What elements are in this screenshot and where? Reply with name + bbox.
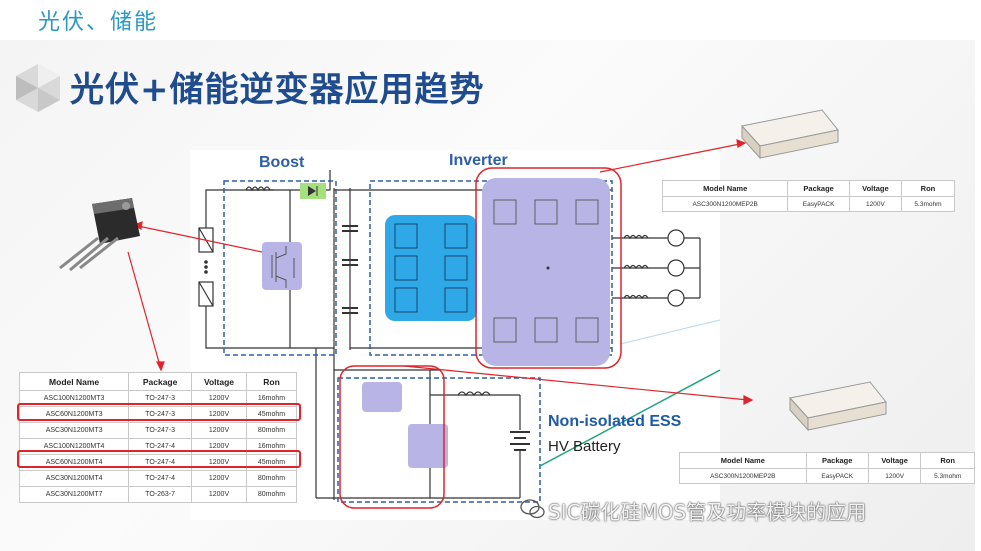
cell: 5.3mohm: [900, 196, 956, 212]
col-voltage: Voltage: [867, 452, 922, 469]
ess-switch-top-icon: [362, 382, 402, 412]
cell: EasyPACK: [787, 196, 850, 212]
cell: ASC30N1200MT7: [18, 486, 130, 503]
col-model: Model Name: [18, 372, 130, 391]
inverter-label: Inverter: [449, 152, 508, 169]
table-header-row: Model Name Package Voltage Ron: [679, 452, 975, 469]
cell: EasyPACK: [805, 468, 869, 484]
col-ron: Ron: [920, 452, 975, 469]
table-header-row: Model Name Package Voltage Ron: [18, 372, 297, 391]
ess-label: Non-isolated ESS: [548, 413, 682, 430]
to247-package-image: [59, 198, 140, 272]
cell: ASC30N1200MT3: [18, 422, 130, 439]
cell: 1200V: [867, 468, 922, 484]
wechat-icon: [520, 499, 545, 519]
ess-highlight: [339, 365, 445, 509]
col-package: Package: [805, 452, 869, 469]
ess-switch-bottom-icon: [408, 424, 448, 468]
cell: 80mohm: [246, 486, 297, 503]
table-header-row: Model Name Package Voltage Ron: [661, 180, 956, 197]
inverter-highlight: [475, 167, 622, 369]
col-voltage: Voltage: [848, 180, 902, 197]
cell: 1200V: [191, 470, 247, 487]
boost-switch-icon: [262, 242, 302, 290]
slide-title: 光伏+储能逆变器应用趋势: [70, 70, 485, 110]
cell: 80mohm: [246, 422, 297, 439]
header-title: 光伏、储能: [38, 10, 159, 35]
cell: 5.3mohm: [920, 468, 975, 484]
inverter-bridge-icon: [385, 215, 477, 321]
pv-panel-icon: [198, 227, 214, 307]
boost-label: Boost: [259, 154, 305, 171]
row-highlight: [17, 450, 301, 468]
page-header: 光伏、储能: [0, 0, 981, 40]
cell: ASC300N1200MEP2B: [679, 468, 807, 484]
cell: TO-247-4: [128, 470, 192, 487]
battery-label: HV Battery: [548, 438, 621, 455]
cell: 1200V: [191, 422, 247, 439]
cell: ASC30N1200MT4: [18, 470, 130, 487]
col-ron: Ron: [900, 180, 956, 197]
col-package: Package: [128, 372, 192, 391]
module-table-bottom: Model Name Package Voltage Ron ASC300N12…: [679, 452, 975, 484]
col-package: Package: [787, 180, 850, 197]
cell: TO-263-7: [128, 486, 192, 503]
inverter-module-icon: [482, 178, 610, 366]
cell: ASC300N1200MEP2B: [661, 196, 789, 212]
hexagon-logo-icon: [16, 64, 60, 112]
watermark-text: SIC碳化硅MOS管及功率模块的应用: [548, 500, 867, 524]
table-row: ASC300N1200MEP2B EasyPACK 1200V 5.3mohm: [661, 196, 956, 212]
cell: 80mohm: [246, 470, 297, 487]
easypack-module-bottom-image: [789, 381, 887, 432]
table-row: ASC300N1200MEP2B EasyPACK 1200V 5.3mohm: [679, 468, 975, 484]
col-model: Model Name: [661, 180, 789, 197]
inductor-icon: [245, 186, 271, 192]
row-highlight: [17, 403, 301, 421]
battery-icon: [510, 431, 530, 451]
col-model: Model Name: [679, 452, 807, 469]
module-table-top: Model Name Package Voltage Ron ASC300N12…: [661, 180, 956, 212]
ess-inductor-icon: [457, 391, 491, 397]
col-ron: Ron: [246, 372, 297, 391]
cell: 1200V: [191, 486, 247, 503]
discrete-mosfet-table: Model Name Package Voltage Ron ASC100N12…: [18, 372, 297, 503]
col-voltage: Voltage: [191, 372, 247, 391]
cell: TO-247-3: [128, 422, 192, 439]
cell: 1200V: [848, 196, 902, 212]
easypack-module-top-image: [741, 109, 839, 160]
